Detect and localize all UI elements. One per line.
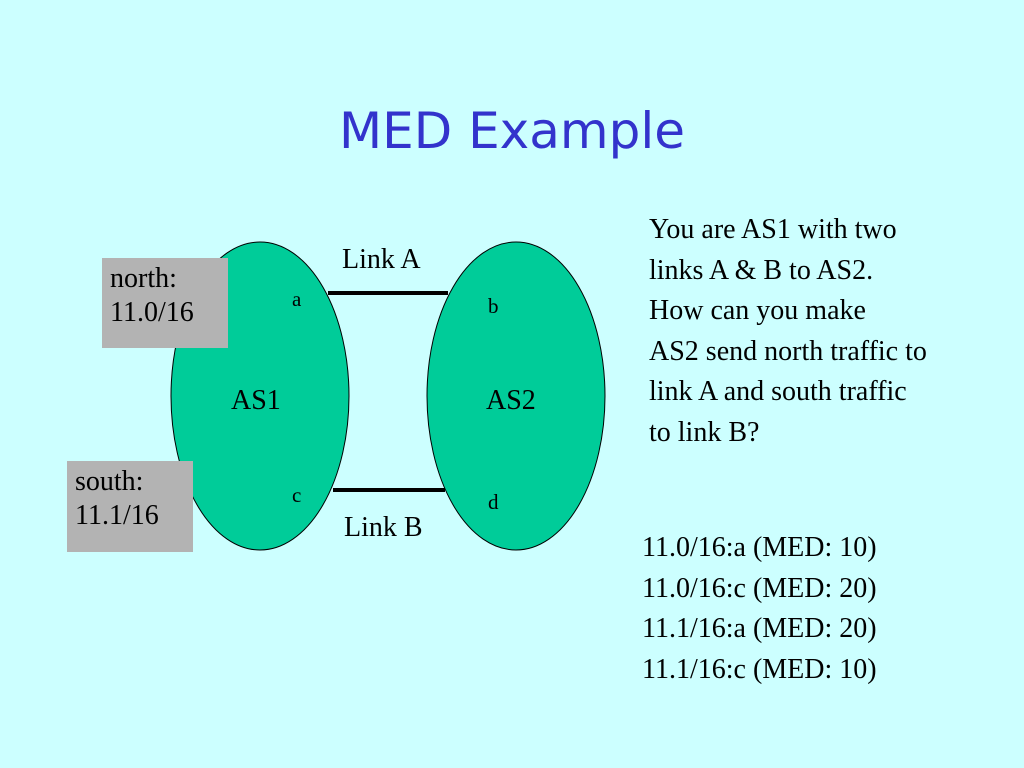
router-b-label: b (488, 294, 499, 318)
med-advertisement: 11.1/16:c (MED: 10) (642, 653, 877, 685)
med-advertisement: 11.1/16:a (MED: 20) (642, 613, 877, 644)
router-a-label: a (292, 287, 302, 311)
question-line: How can you make (649, 295, 866, 326)
router-c-label: c (292, 483, 301, 507)
router-d-label: d (488, 490, 499, 514)
south-prefix-name: south: (75, 466, 144, 497)
question-line: You are AS1 with two (649, 214, 897, 245)
south-prefix-box: south: 11.1/16 (67, 461, 193, 552)
as2-ellipse (426, 241, 606, 551)
as1-label: AS1 (231, 385, 281, 416)
question-line: AS2 send north traffic to (649, 335, 927, 367)
north-prefix-value: 11.0/16 (110, 297, 194, 328)
question-text: You are AS1 with two links A & B to AS2.… (649, 210, 1009, 453)
link-a-label: Link A (342, 244, 421, 275)
question-line: links A & B to AS2. (649, 254, 874, 286)
north-prefix-box: north: 11.0/16 (102, 258, 228, 348)
north-prefix-name: north: (110, 263, 177, 294)
question-line: to link B? (649, 416, 760, 448)
question-line: link A and south traffic (649, 376, 907, 407)
slide-title: MED Example (338, 102, 686, 160)
med-advertisement-list: 11.0/16:a (MED: 10) 11.0/16:c (MED: 20) … (642, 528, 982, 690)
link-b-label: Link B (344, 512, 423, 543)
med-advertisement: 11.0/16:c (MED: 20) (642, 572, 877, 604)
as2-label: AS2 (486, 385, 536, 416)
med-advertisement: 11.0/16:a (MED: 10) (642, 532, 877, 563)
south-prefix-value: 11.1/16 (75, 500, 159, 531)
